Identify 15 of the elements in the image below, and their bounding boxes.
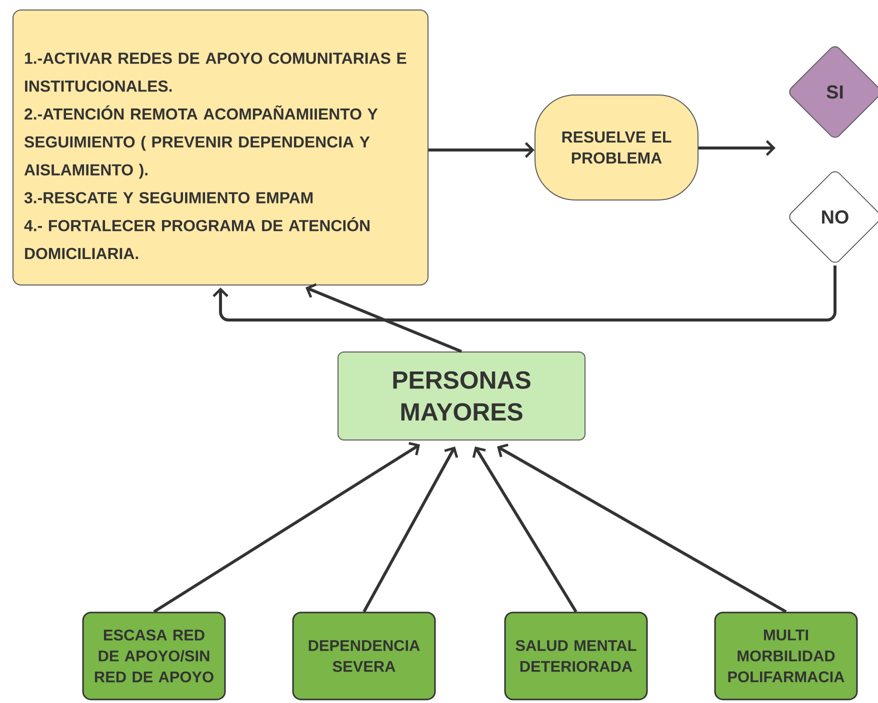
arrow bbox=[362, 446, 458, 612]
arrow bbox=[212, 266, 836, 322]
factor-box: SALUD MENTAL DETERIORADA bbox=[504, 612, 648, 700]
arrow bbox=[153, 442, 420, 614]
arrow bbox=[497, 444, 787, 614]
arrow bbox=[428, 142, 534, 158]
factor-box: ESCASA RED DE APOYO/SIN RED DE APOYO bbox=[82, 612, 226, 700]
arrow bbox=[698, 140, 776, 156]
group-box: PERSONAS MAYORES bbox=[338, 352, 586, 440]
factor-box: MULTI MORBILIDAD POLIFARMACIA bbox=[714, 612, 858, 700]
factor-box: DEPENDENCIA SEVERA bbox=[292, 612, 436, 700]
action-box: 1.-ACTIVAR REDES DE APOYO COMUNITARIAS E INSTITUCIONALES. 2.-ATENCIÓN REMOTA ACOMPAÑAMIIENTO Y SEGUIMIENTO ( PREVENIR DEPENDENCIA Y AISLAMIENTO ). 3.-RESCATE Y SEGUIMIENTO EMPAM 4.- FORTALECER PROGRAMA DE ATENCIÓN DOMICILIARIA. bbox=[12, 10, 428, 286]
arrow bbox=[306, 283, 462, 353]
arrow bbox=[472, 446, 578, 613]
process-box: RESUELVE EL PROBLEMA bbox=[534, 94, 698, 200]
